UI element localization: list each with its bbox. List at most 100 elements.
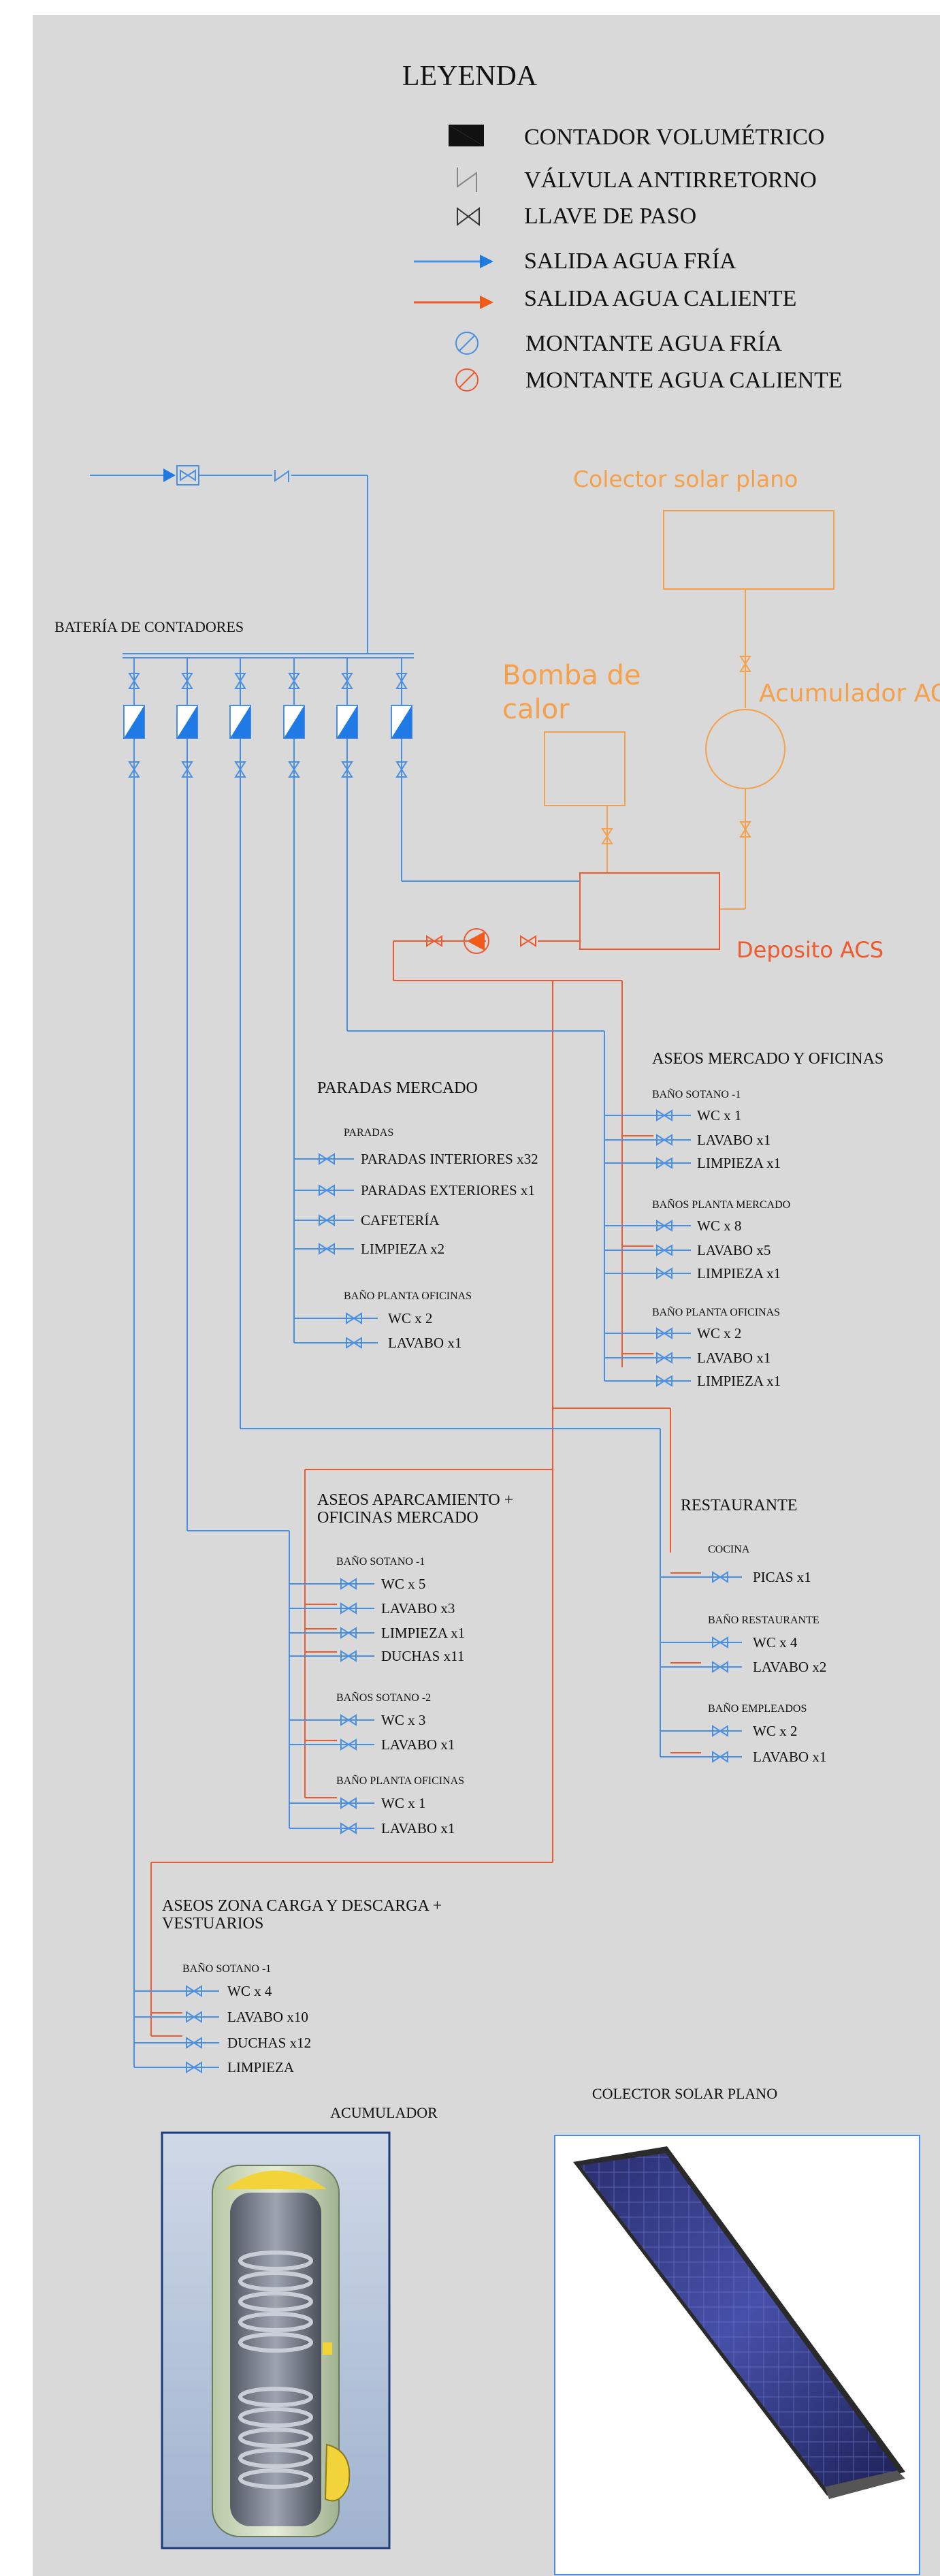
pump-icon	[464, 928, 489, 954]
legend: LEYENDA CONTADOR VOLUMÉTRICO VÁLVULA ANT…	[402, 61, 843, 393]
aseos-mercado-sub2: BAÑOS PLANTA MERCADO	[652, 1198, 790, 1211]
group-aparcamiento: ASEOS APARCAMIENTO + OFICINAS MERCADO BA…	[289, 1491, 513, 1836]
fixture-label: PARADAS EXTERIORES x1	[361, 1182, 535, 1198]
legend-title: LEYENDA	[402, 61, 538, 92]
restaurante-sub3: BAÑO EMPLEADOS	[708, 1702, 807, 1715]
fixture-label: LAVABO x1	[697, 1350, 771, 1366]
fixture-label: WC x 1	[381, 1795, 425, 1811]
inlet-arrow-icon	[163, 468, 176, 482]
carga-title-2: VESTUARIOS	[162, 1915, 263, 1933]
fixture-label: WC x 4	[227, 1983, 272, 1999]
fixture-label: WC x 4	[753, 1634, 798, 1651]
fixture-label: WC x 3	[381, 1712, 425, 1728]
fixture-label: LAVABO x1	[697, 1132, 771, 1148]
legend-label-hot-riser: MONTANTE AGUA CALIENTE	[525, 368, 843, 393]
fixture-label: LIMPIEZA x1	[381, 1625, 465, 1641]
meter-icon	[336, 705, 358, 739]
accumulator-image	[161, 2131, 391, 2549]
collector-caption: COLECTOR SOLAR PLANO	[592, 2085, 777, 2102]
volumetric-meter-icon	[449, 125, 484, 146]
fixture-label: LIMPIEZA x1	[697, 1265, 781, 1282]
accumulator-label: Acumulador ACS	[759, 680, 940, 707]
legend-label-cold: SALIDA AGUA FRÍA	[524, 249, 736, 274]
legend-label-hot: SALIDA AGUA CALIENTE	[524, 286, 796, 311]
check-valve-icon	[457, 168, 477, 192]
fixture-label: LAVABO x1	[388, 1335, 461, 1351]
aparcamiento-sub3: BAÑO PLANTA OFICINAS	[336, 1775, 464, 1787]
fixture-label: LAVABO x1	[381, 1736, 455, 1753]
restaurante-sub1: COCINA	[708, 1544, 750, 1555]
shutoff-valve-icon	[457, 207, 480, 226]
meter-icon	[283, 705, 305, 739]
aparcamiento-title-2: OFICINAS MERCADO	[317, 1509, 479, 1527]
fixture-label: WC x 8	[697, 1218, 741, 1234]
collector-image	[554, 2135, 920, 2575]
cold-arrow-icon	[414, 255, 493, 268]
paradas-title: PARADAS MERCADO	[317, 1079, 478, 1097]
carga-sub1: BAÑO SOTANO -1	[182, 1962, 271, 1975]
fixture-label: LIMPIEZA x1	[697, 1155, 781, 1171]
fixture-label: LIMPIEZA x2	[361, 1241, 444, 1257]
meters-label: BATERÍA DE CONTADORES	[54, 618, 244, 635]
hot-riser-icon	[455, 368, 479, 392]
fixture-label: WC x 5	[381, 1576, 425, 1592]
heat-pump-box	[544, 731, 626, 806]
meter-icon	[123, 705, 145, 739]
fixture-label: DUCHAS x12	[227, 2035, 311, 2051]
hot-water-loop	[150, 940, 671, 2036]
main-shutoff-valve-icon	[176, 465, 199, 486]
cold-riser-icon	[455, 332, 479, 355]
meter-icon	[229, 705, 251, 739]
accumulator-caption: ACUMULADOR	[330, 2104, 438, 2121]
fixture-label: WC x 2	[388, 1310, 432, 1326]
group-paradas: PARADAS MERCADO PARADAS PARADAS INTERIOR…	[294, 1079, 538, 1351]
group-aseos-mercado: ASEOS MERCADO Y OFICINAS BAÑO SOTANO -1 …	[604, 1050, 884, 1389]
fixture-label: WC x 2	[697, 1325, 741, 1341]
meter-icon	[391, 705, 412, 739]
hot-arrow-icon	[414, 296, 493, 309]
legend-label-check-valve: VÁLVULA ANTIRRETORNO	[524, 168, 817, 193]
aseos-mercado-sub1: BAÑO SOTANO -1	[652, 1088, 741, 1100]
legend-label-meter: CONTADOR VOLUMÉTRICO	[524, 125, 825, 150]
restaurante-sub2: BAÑO RESTAURANTE	[708, 1614, 820, 1626]
main-supply	[90, 475, 414, 658]
group-restaurante: RESTAURANTE COCINA PICAS x1 BAÑO RESTAUR…	[660, 1497, 826, 1765]
tank-cold-feed	[401, 776, 580, 882]
legend-label-cold-riser: MONTANTE AGUA FRÍA	[525, 331, 782, 356]
paradas-sub1: PARADAS	[344, 1127, 393, 1139]
fixture-label: LAVABO x1	[753, 1749, 826, 1765]
heat-pump-label-1: Bomba de	[502, 660, 641, 691]
fixture-label: PICAS x1	[753, 1569, 811, 1585]
fixture-label: LAVABO x2	[753, 1659, 826, 1675]
fixture-label: DUCHAS x11	[381, 1648, 464, 1664]
fixture-label: LAVABO x1	[381, 1820, 455, 1836]
fixture-label: WC x 2	[753, 1723, 797, 1739]
tank-label: Deposito ACS	[736, 937, 884, 963]
aseos-mercado-sub3: BAÑO PLANTA OFICINAS	[652, 1306, 780, 1318]
carga-title-1: ASEOS ZONA CARGA Y DESCARGA +	[162, 1897, 442, 1915]
fixture-label: LAVABO x10	[227, 2009, 308, 2025]
meter-battery	[123, 658, 412, 778]
aparcamiento-title-1: ASEOS APARCAMIENTO +	[317, 1491, 513, 1509]
meter-icon	[176, 705, 198, 739]
fixture-label: PARADAS INTERIORES x32	[361, 1151, 538, 1167]
paradas-sub2: BAÑO PLANTA OFICINAS	[344, 1290, 472, 1302]
main-check-valve-icon	[274, 470, 289, 482]
tank-box	[579, 872, 720, 950]
fixture-label: LIMPIEZA x1	[697, 1373, 781, 1389]
aparcamiento-sub1: BAÑO SOTANO -1	[336, 1555, 425, 1568]
heat-pump-label-2: calor	[502, 694, 570, 725]
restaurante-title: RESTAURANTE	[681, 1497, 797, 1514]
aparcamiento-sub2: BAÑOS SOTANO -2	[336, 1691, 431, 1704]
group-carga: ASEOS ZONA CARGA Y DESCARGA + VESTUARIOS…	[134, 1897, 442, 2076]
aseos-mercado-title: ASEOS MERCADO Y OFICINAS	[652, 1050, 884, 1068]
solar-system: Colector solar plano Acumulador ACS Bomb…	[502, 466, 940, 963]
fixture-label: LIMPIEZA	[227, 2059, 295, 2076]
collector-box	[663, 510, 834, 590]
fixture-label: CAFETERÍA	[361, 1212, 440, 1228]
fixture-label: LAVABO x5	[697, 1242, 771, 1258]
legend-label-shutoff: LLAVE DE PASO	[524, 204, 696, 229]
cold-branches	[133, 776, 661, 2067]
fixture-label: WC x 1	[697, 1107, 741, 1124]
